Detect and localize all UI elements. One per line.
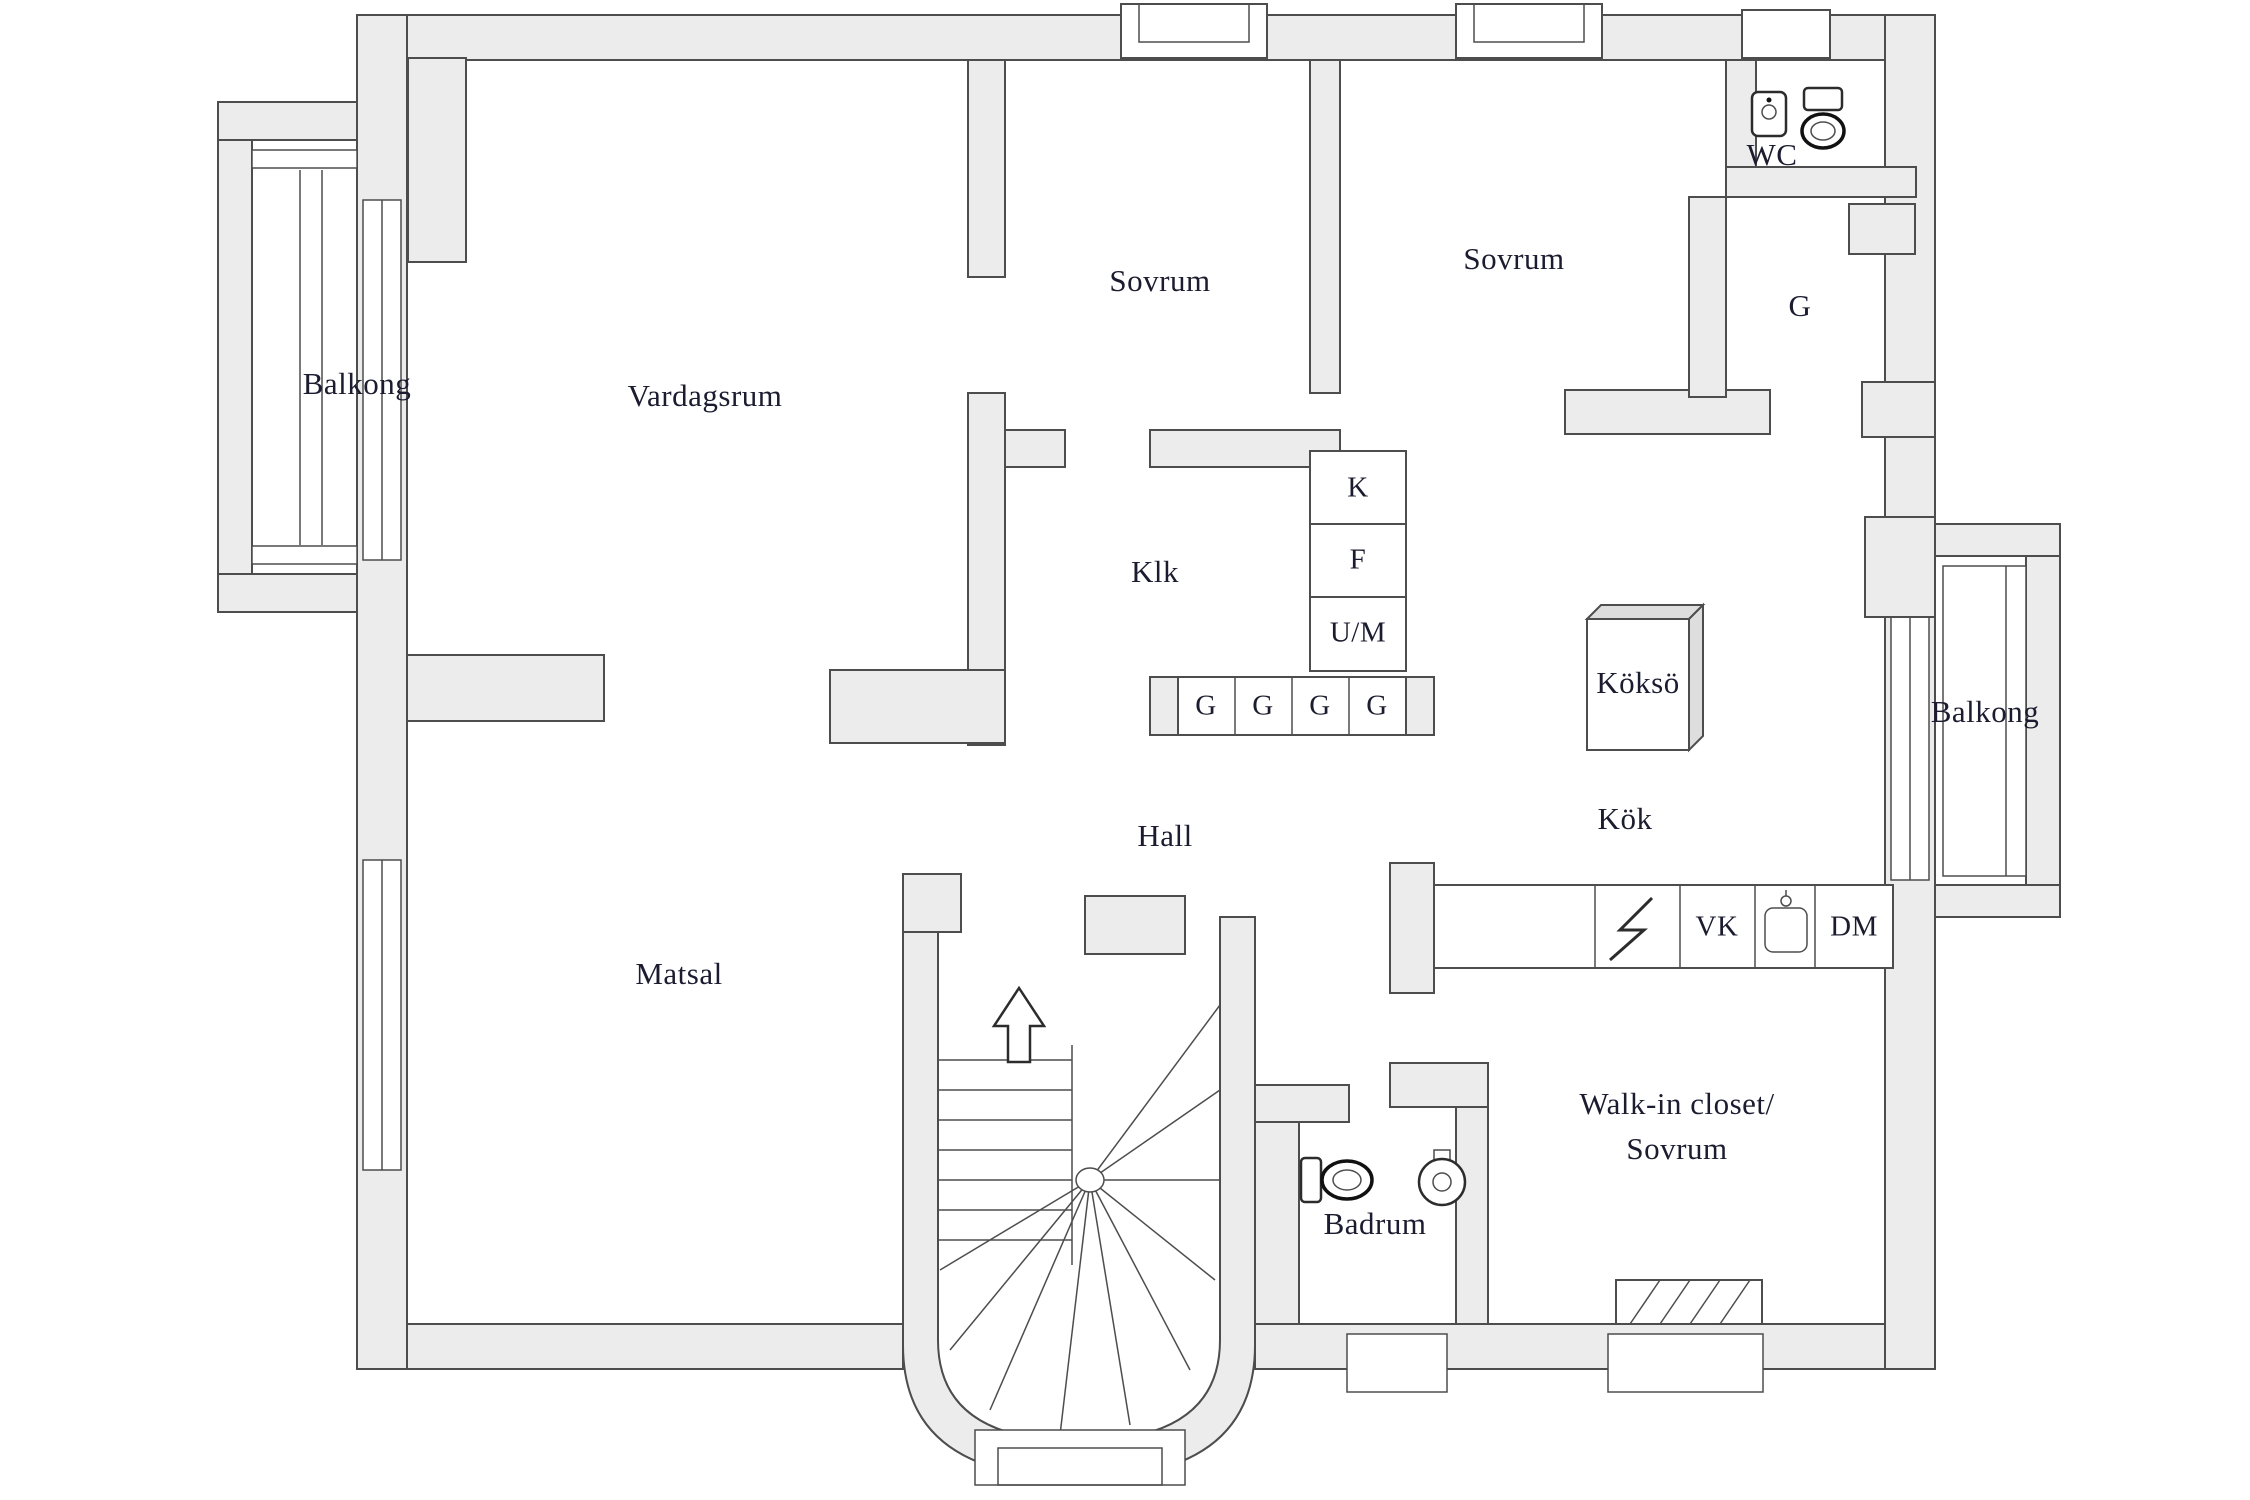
closet-hatch-unit	[1615, 1279, 1763, 1325]
room-label-hall: Hall	[1137, 818, 1193, 853]
cabinet-label-k: K	[1347, 471, 1369, 504]
bottom-wall-bays	[1346, 1333, 1764, 1393]
bathroom-sink-icon	[1417, 1149, 1467, 1207]
room-label-badrum: Badrum	[1323, 1206, 1427, 1241]
walk-in-closet-line2: Sovrum	[1626, 1131, 1728, 1166]
walk-in-closet-line1: Walk-in closet/	[1579, 1086, 1775, 1122]
room-label-walk-in-closet: Walk-in closet/ Sovrum	[1467, 1082, 1887, 1172]
appliance-label-vk: VK	[1695, 910, 1739, 943]
wardrobe-label-g4: G	[1366, 689, 1388, 722]
cabinet-label-f: F	[1349, 543, 1367, 576]
room-label-balkong-right: Balkong	[1930, 694, 2040, 729]
wardrobe-row-g	[1149, 676, 1435, 736]
room-label-sovrum-right: Sovrum	[1463, 241, 1565, 276]
closet-column-kfum	[1309, 450, 1407, 672]
wardrobe-label-g3: G	[1309, 689, 1331, 722]
stair-lower-portal	[974, 1429, 1186, 1486]
room-label-klk: Klk	[1131, 554, 1179, 589]
balcony-left	[217, 101, 358, 613]
stair-treads-winders	[939, 1004, 1221, 1436]
cabinet-label-um: U/M	[1329, 616, 1387, 649]
bathroom-fixtures	[1299, 1149, 1467, 1207]
room-label-matsal: Matsal	[635, 956, 723, 991]
room-label-vardagsrum: Vardagsrum	[627, 378, 783, 413]
bathroom-toilet-icon	[1299, 1156, 1374, 1204]
staircase	[902, 873, 1256, 1486]
kitchen-counter	[1389, 862, 1894, 994]
room-label-wc: WC	[1746, 137, 1798, 172]
wc-fixtures	[1750, 86, 1846, 150]
appliance-label-dm: DM	[1830, 910, 1878, 943]
wardrobe-label-g1: G	[1195, 689, 1217, 722]
wc-toilet-icon	[1800, 86, 1846, 150]
label-koksoe: Köksö	[1596, 665, 1680, 700]
top-bays	[1120, 3, 1831, 59]
balcony-right	[1934, 523, 2061, 918]
wardrobe-label-g2: G	[1252, 689, 1274, 722]
room-label-kok: Kök	[1597, 801, 1653, 836]
room-label-balkong-left: Balkong	[302, 366, 412, 401]
room-label-g-closet: G	[1788, 288, 1812, 323]
kitchen-sink-icon	[1764, 890, 1808, 953]
stair-treads-straight	[938, 1045, 1073, 1265]
up-arrow-icon	[991, 985, 1047, 1064]
room-label-sovrum-top: Sovrum	[1109, 263, 1211, 298]
wc-sink-icon	[1750, 90, 1788, 138]
kitchen-island	[1584, 602, 1706, 753]
stove-icon	[1609, 896, 1654, 962]
